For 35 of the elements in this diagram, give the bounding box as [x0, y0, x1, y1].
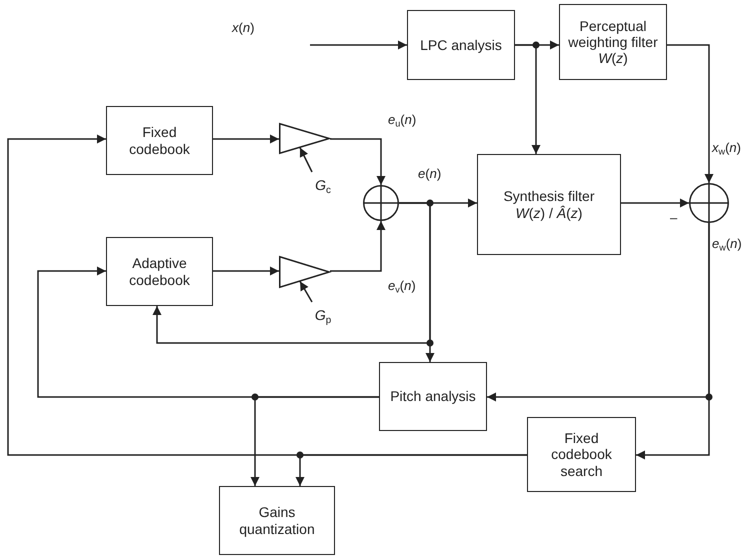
summing-junction	[689, 183, 729, 223]
signal-label: e$_{v}$(n)	[388, 278, 416, 293]
process-box: Adaptive codebook	[106, 237, 213, 306]
arrow	[310, 40, 407, 50]
process-box: Gains quantization	[219, 486, 335, 555]
arrow	[213, 266, 279, 276]
arrow	[636, 223, 710, 460]
signal-label: x$_{w}$(n)	[712, 140, 741, 155]
signal-label: e$_{w}$(n)	[712, 236, 742, 251]
arrow	[152, 202, 431, 344]
amplifier-triangle	[279, 256, 330, 288]
arrow	[330, 138, 386, 185]
process-box: Pitch analysis	[379, 362, 487, 431]
process-box: Synthesis filter W(z) / Â(z)	[477, 154, 621, 255]
arrow	[299, 281, 313, 302]
gain-label: G$_{p}$	[308, 302, 338, 328]
arrow	[330, 221, 386, 272]
gain-label: G$_{c}$	[308, 172, 338, 198]
arrow	[667, 44, 714, 183]
arrow	[299, 147, 313, 172]
process-box: Perceptual weighting filter W(z)	[559, 4, 667, 80]
arrow	[213, 134, 279, 144]
arrow	[296, 454, 527, 486]
signal-label: –	[670, 210, 678, 225]
arrow	[621, 198, 689, 208]
process-box: Fixed codebook search	[527, 417, 636, 492]
process-box: LPC analysis	[407, 10, 515, 80]
process-box: Fixed codebook	[106, 106, 213, 175]
signal-label: x(n)	[232, 20, 254, 35]
signal-label: e(n)	[418, 166, 442, 181]
signal-label: e$_{u}$(n)	[388, 112, 416, 127]
arrow	[250, 396, 379, 486]
amplifier-triangle	[279, 123, 330, 154]
summing-junction	[363, 185, 399, 221]
arrow	[515, 44, 540, 154]
